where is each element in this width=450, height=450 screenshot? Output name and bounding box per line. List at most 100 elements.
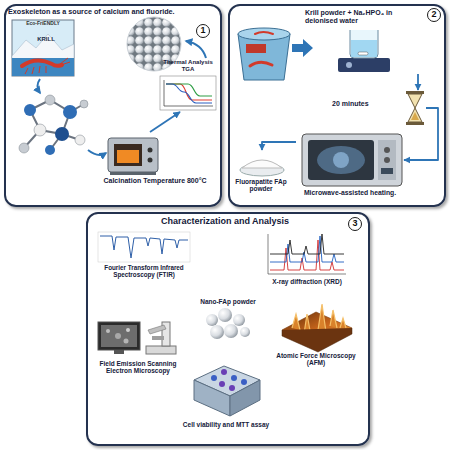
mtt-well-plate (221, 369, 227, 375)
node-label: Field Emission Scanning Electron Microsc… (92, 360, 184, 375)
ftir-spectrum (98, 232, 190, 262)
product-node: Fluorapatite FAp powder (232, 150, 290, 202)
flow-connector (417, 74, 419, 90)
fesem-microscope (148, 325, 166, 334)
node-label: Eco-FriENDLY (13, 21, 73, 27)
krill-bucket (250, 62, 272, 66)
mtt-well-plate (194, 380, 230, 416)
krill-image: Eco-FriENDLY KRILL (12, 20, 74, 76)
nano-spheres (210, 325, 224, 339)
stirrer-node: Krill powder + Na₂HPO₄ in deionised wate… (305, 8, 423, 74)
callout-number: 1 (196, 24, 210, 38)
process-panel: 2 Krill powder + Na₂HPO₄ in deionised wat… (228, 4, 446, 207)
callout-number: 3 (348, 217, 362, 231)
fesem-microscope (98, 322, 140, 350)
krill-bucket (246, 44, 266, 53)
flow-arrow (292, 39, 313, 57)
magnetic-stirrer (338, 30, 390, 72)
furnace (148, 158, 153, 163)
flow-connector (404, 108, 438, 160)
nano-spheres (218, 308, 232, 322)
furnace (110, 172, 156, 175)
furnace (108, 138, 158, 175)
mtt-well-plate (231, 375, 237, 381)
xrd-node: X-ray diffraction (XRD) (262, 230, 352, 292)
mtt-well-plate (194, 366, 260, 416)
krill-photo (12, 58, 74, 76)
flow-arrow (292, 39, 313, 57)
fesem-microscope (126, 328, 130, 332)
krill-photo (25, 58, 70, 74)
krill-bucket (255, 32, 273, 34)
node-label: Calcination Temperature 800°C (97, 177, 213, 185)
fesem-microscope (98, 322, 176, 354)
node-label: 20 minutes (332, 100, 394, 108)
molecule-model (19, 95, 88, 155)
afm-node: Atomic Force Microscopy (AFM) (272, 296, 360, 370)
krill-bucket (238, 34, 290, 80)
furnace (114, 144, 142, 166)
xrd-pattern (270, 234, 344, 254)
nano-spheres (206, 314, 218, 326)
microwave-oven (302, 134, 402, 186)
xrd-pattern (268, 234, 346, 274)
microwave-oven (302, 134, 402, 186)
krill-photo (12, 34, 74, 60)
mtt-well-plate (211, 375, 217, 381)
flow-arrow (88, 150, 106, 155)
tga-graph (160, 76, 216, 110)
krill-photo (12, 20, 74, 76)
molecule-model (80, 100, 88, 108)
mtt-well-plate (229, 385, 235, 391)
fesem-microscope (101, 325, 137, 347)
molecule-model (19, 143, 29, 153)
fap-powder-bowl (240, 160, 284, 176)
molecule-model (75, 135, 85, 145)
furnace (108, 138, 158, 172)
magnetic-stirrer (346, 62, 352, 68)
hourglass (411, 112, 419, 120)
afm-surface (282, 304, 352, 352)
microwave-oven (381, 168, 393, 174)
magnetic-stirrer (351, 40, 377, 57)
ftir-spectrum (100, 236, 188, 258)
molecule-model (24, 104, 36, 116)
xrd-pattern (270, 240, 344, 270)
node-label: Fourier Transform Infrared Spectroscopy … (96, 264, 192, 278)
microwave-oven (384, 147, 390, 153)
process-panel: Characterization and Analysis 3Fourier Tr… (86, 212, 370, 446)
molecule-model (63, 105, 77, 119)
mtt-well-plate (219, 381, 225, 387)
microwave-oven (378, 140, 396, 180)
panel-title: Characterization and Analysis (130, 216, 320, 226)
magnetic-stirrer (358, 52, 368, 55)
microwave-node: Microwave-assisted heating. (296, 130, 404, 204)
tga-graph (166, 84, 212, 96)
molecule-model (55, 127, 69, 141)
tga-graph (166, 84, 212, 100)
microwave-oven (333, 152, 349, 168)
assay-node: Cell viability and MTT assay (182, 356, 270, 440)
node-label: Microwave-assisted heating. (298, 189, 402, 197)
mtt-well-plate (241, 379, 247, 385)
ftir-spectrum (98, 232, 190, 262)
furnace-node: Calcination Temperature 800°C (96, 132, 214, 200)
krill-photo (12, 20, 74, 76)
magnetic-stirrer (338, 58, 390, 72)
node-label: Cell viability and MTT assay (182, 421, 270, 428)
node-label: Fluorapatite FAp powder (232, 178, 290, 193)
fesem-microscope (115, 333, 121, 339)
fesem-microscope (114, 350, 124, 354)
flow-arrow (186, 41, 206, 58)
molecule-model (24, 100, 84, 150)
node-label: KRILL (26, 36, 66, 43)
molecule-model (34, 124, 46, 136)
krill-bucket (238, 28, 290, 80)
node-label: Nano-FAp powder (196, 298, 260, 305)
tga-graph (160, 76, 216, 110)
hourglass (406, 122, 424, 125)
tga-graph (166, 84, 212, 103)
callout-number: 2 (427, 8, 441, 22)
